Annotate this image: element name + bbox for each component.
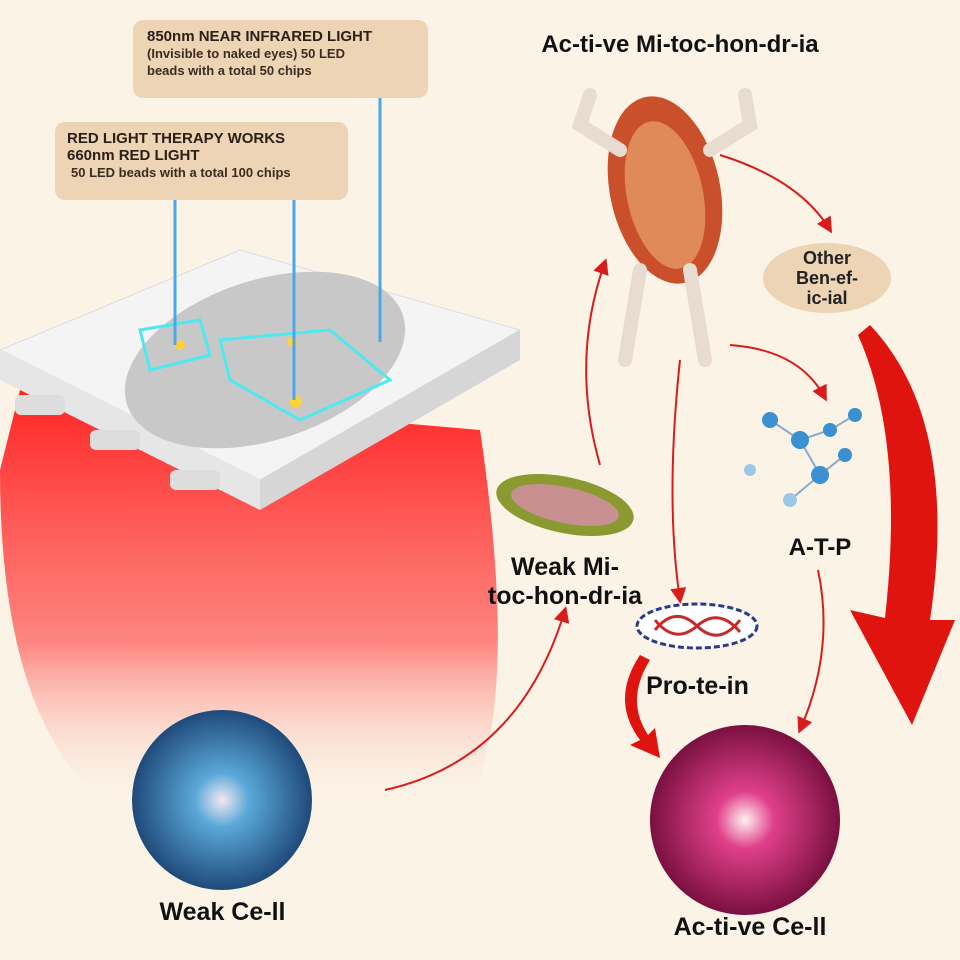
red-title-2: 660nm RED LIGHT: [67, 147, 200, 164]
led-chip: [0, 249, 522, 510]
red-light-info-box: RED LIGHT THERAPY WORKS 660nm RED LIGHT …: [55, 122, 348, 200]
nir-line-1: (Invisible to naked eyes) 50 LED: [147, 46, 345, 61]
flow-arrows: [384, 154, 833, 791]
other-beneficial-label: Other Ben-ef- ic-ial: [763, 243, 891, 313]
red-light-cone: [0, 390, 498, 808]
nir-title: 850nm NEAR INFRARED LIGHT: [147, 28, 373, 45]
other-line-3: ic-ial: [806, 288, 848, 308]
active-cell-illustration: [650, 725, 840, 915]
weak-mito-line-1: Weak Mi-: [511, 553, 619, 581]
weak-cell-label: Weak Ce-ll: [159, 898, 286, 926]
red-title-1: RED LIGHT THERAPY WORKS: [67, 130, 286, 147]
weak-mitochondria-illustration: [496, 473, 634, 537]
nir-line-2: beads with a total 50 chips: [147, 63, 312, 78]
active-mitochondria-label: Ac-ti-ve Mi-toc-hon-dr-ia: [541, 31, 819, 58]
protein-label: Pro-te-in: [646, 672, 749, 700]
active-mitochondria-illustration: [571, 88, 758, 367]
other-line-2: Ben-ef-: [796, 268, 858, 288]
red-line-1: 50 LED beads with a total 100 chips: [71, 165, 291, 180]
atp-label: A-T-P: [788, 534, 852, 561]
weak-mito-line-2: toc-hon-dr-ia: [487, 582, 643, 610]
nir-light-info-box: 850nm NEAR INFRARED LIGHT (Invisible to …: [133, 20, 428, 98]
weak-mitochondria-label: Weak Mi- toc-hon-dr-ia: [460, 553, 670, 611]
protein-dna-illustration: [635, 602, 759, 650]
atp-molecule-illustration: [744, 408, 862, 507]
active-cell-label: Ac-ti-ve Ce-ll: [673, 913, 827, 941]
big-red-arrow: [850, 325, 955, 725]
weak-cell-illustration: [132, 710, 312, 890]
other-line-1: Other: [802, 248, 851, 268]
protein-red-arrow: [625, 655, 660, 758]
